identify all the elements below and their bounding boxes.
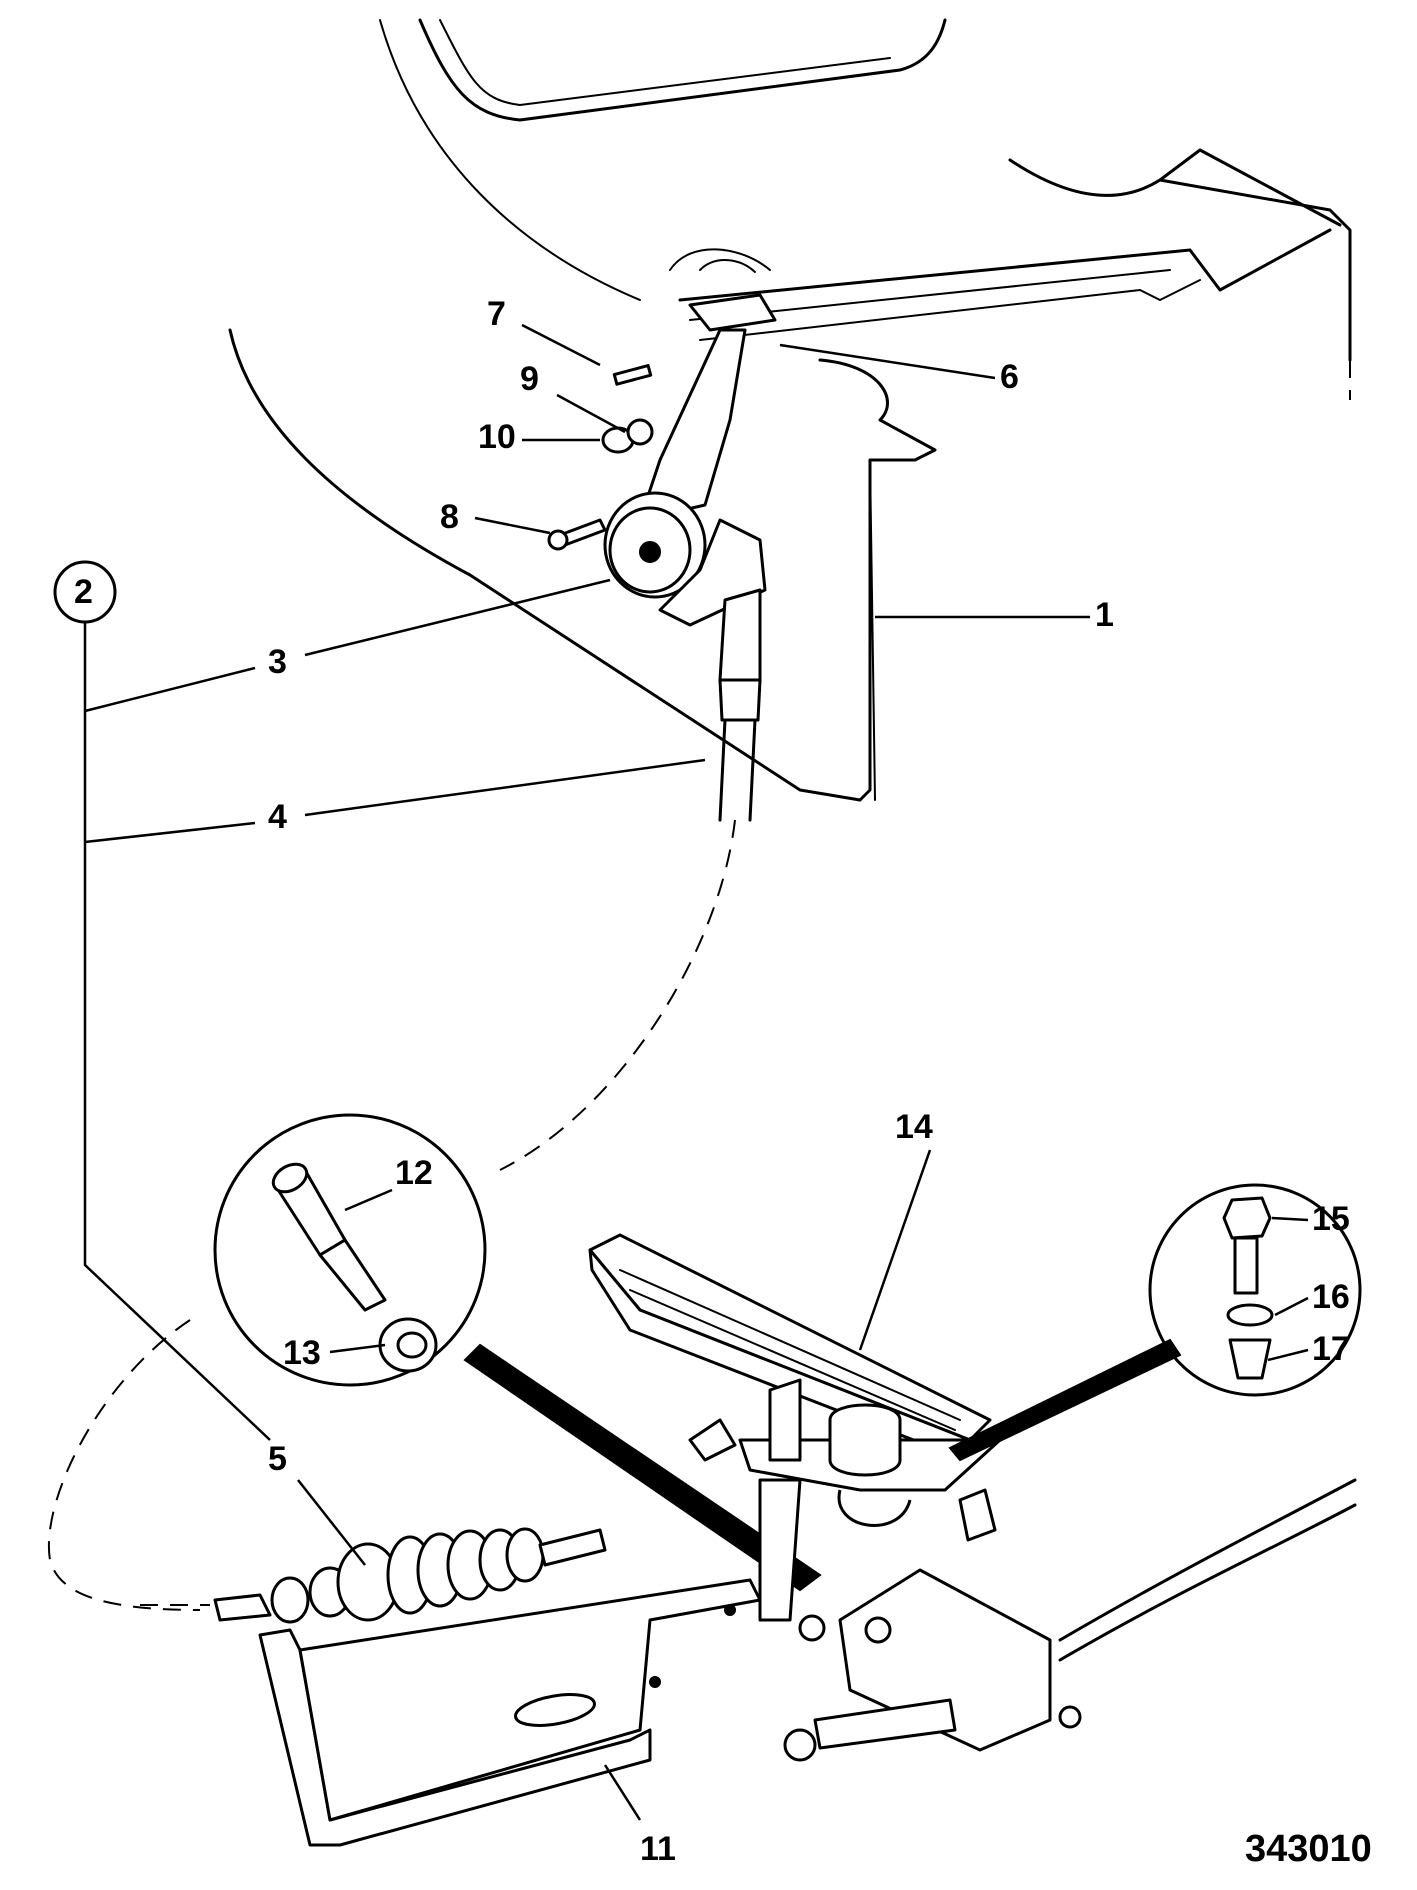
item-2-circle [53,560,117,624]
callout-2: 2 [74,573,93,611]
detail-circle-fixings [948,1183,1362,1462]
throttle-cable [47,718,757,1624]
callout-7: 7 [487,295,506,333]
hand-throttle-lever [547,293,777,722]
callout-12: 12 [395,1154,433,1192]
callout-11: 11 [640,1830,676,1868]
callout-14: 14 [895,1108,933,1146]
callout-16: 16 [1312,1278,1350,1316]
callout-8: 8 [440,498,459,536]
mounting-bracket [258,1578,762,1847]
foot-pedal-assembly [588,1233,1357,1762]
callout-15: 15 [1312,1200,1350,1238]
screw [547,518,607,551]
cab-floor-outline [228,18,1352,802]
callout-4: 4 [268,798,287,836]
spring-pin [612,364,653,386]
callout-17: 17 [1312,1330,1350,1368]
leader-lines [83,323,1309,1821]
detail-circle-cable-end [213,1113,822,1592]
callout-10: 10 [478,418,516,456]
drawing-number: 343010 [1245,1828,1372,1870]
callout-1: 1 [1095,596,1114,634]
callout-6: 6 [1000,358,1019,396]
callout-5: 5 [268,1440,287,1478]
callout-3: 3 [268,643,287,681]
callout-9: 9 [520,360,539,398]
callout-13: 13 [283,1334,321,1372]
cable-gaiter [270,1527,607,1624]
